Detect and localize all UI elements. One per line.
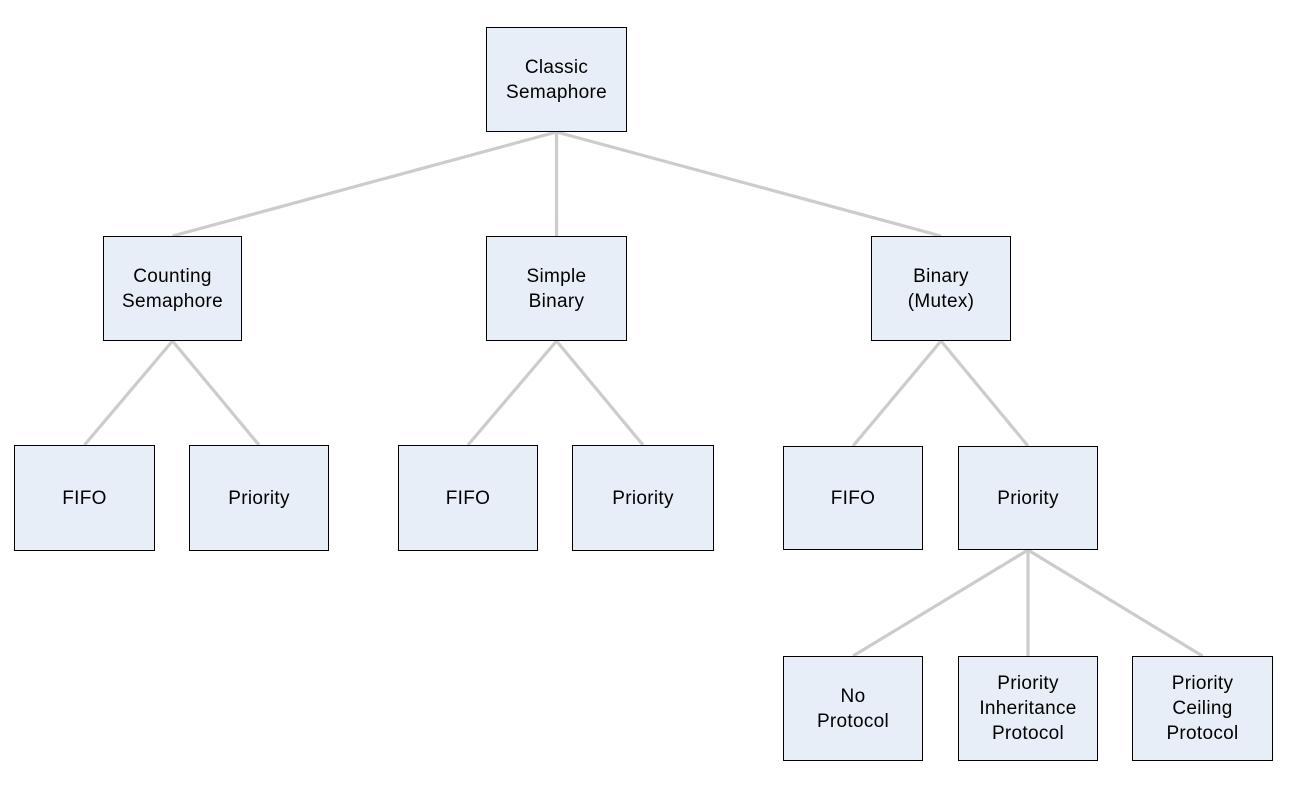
node-label-binary-priority: Priority xyxy=(997,487,1059,509)
edge-binary-mutex--binary-fifo xyxy=(851,339,943,448)
node-label-counting-fifo: FIFO xyxy=(62,487,107,509)
node-counting-fifo: FIFO xyxy=(14,445,155,551)
node-counting-priority: Priority xyxy=(189,445,329,551)
node-label-priority-ceiling-protocol: Priority Ceiling Protocol xyxy=(1166,673,1239,744)
edge-binary-priority--priority-ceiling-protocol xyxy=(1027,548,1204,658)
edge-classic-semaphore--binary-mutex xyxy=(556,130,942,238)
node-label-binary-fifo: FIFO xyxy=(830,487,876,509)
edge-classic-semaphore--counting-semaphore xyxy=(172,130,557,238)
node-binary-priority: Priority xyxy=(958,446,1098,550)
node-classic-semaphore: Classic Semaphore xyxy=(486,27,627,132)
node-simple-binary-priority: Priority xyxy=(572,445,714,551)
edge-simple-binary--simple-binary-fifo xyxy=(466,339,558,447)
node-label-binary-mutex: Binary (Mutex) xyxy=(907,265,975,312)
node-counting-semaphore: Counting Semaphore xyxy=(103,236,242,341)
node-label-simple-binary-priority: Priority xyxy=(612,487,674,509)
edge-binary-priority--no-protocol xyxy=(852,548,1029,658)
edge-binary-mutex--binary-priority xyxy=(939,339,1030,448)
node-no-protocol: No Protocol xyxy=(783,656,923,761)
node-binary-fifo: FIFO xyxy=(783,446,923,550)
node-label-counting-semaphore: Counting Semaphore xyxy=(122,265,223,312)
node-label-simple-binary-fifo: FIFO xyxy=(445,487,491,509)
edge-counting-semaphore--counting-fifo xyxy=(83,339,174,447)
node-label-simple-binary: Simple Binary xyxy=(526,265,587,312)
node-label-classic-semaphore: Classic Semaphore xyxy=(506,56,607,103)
edge-simple-binary--simple-binary-priority xyxy=(555,339,645,447)
node-priority-inheritance-protocol: Priority Inheritance Protocol xyxy=(958,656,1098,761)
node-simple-binary: Simple Binary xyxy=(486,236,627,341)
node-label-no-protocol: No Protocol xyxy=(816,685,890,732)
node-label-priority-inheritance-protocol: Priority Inheritance Protocol xyxy=(979,673,1077,744)
node-binary-mutex: Binary (Mutex) xyxy=(871,236,1011,341)
node-simple-binary-fifo: FIFO xyxy=(398,445,538,551)
edge-counting-semaphore--counting-priority xyxy=(171,339,261,447)
node-priority-ceiling-protocol: Priority Ceiling Protocol xyxy=(1132,656,1273,761)
node-label-counting-priority: Priority xyxy=(228,487,290,509)
